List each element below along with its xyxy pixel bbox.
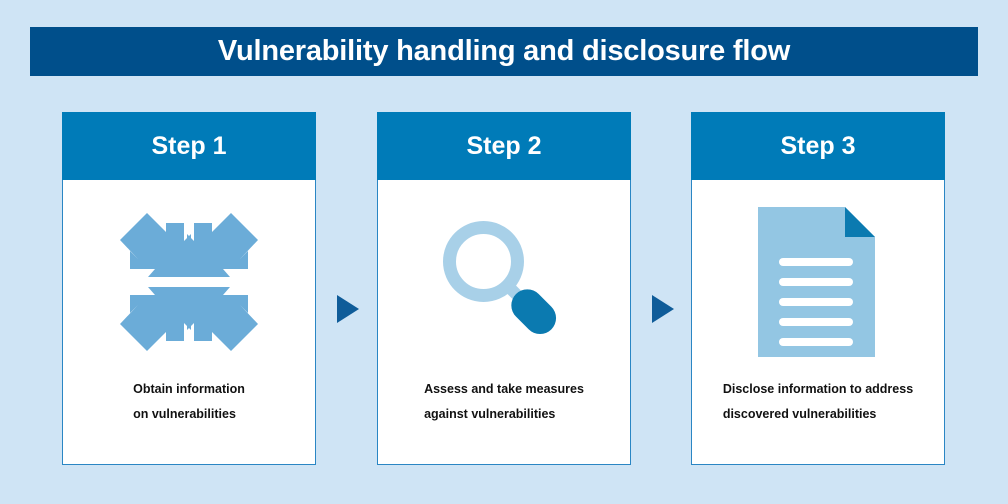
step-3-caption-line-2: discovered vulnerabilities — [722, 406, 877, 421]
step-2-caption: Assess and take measures against vulnera… — [378, 377, 630, 464]
step-card-2: Step 2 — [377, 112, 631, 465]
page-title: Vulnerability handling and disclosure fl… — [217, 35, 791, 67]
document-icon — [753, 202, 883, 362]
step-2-caption-line-2: against vulnerabilities — [424, 406, 556, 421]
step-1-caption-line-1: Obtain information — [133, 382, 245, 397]
step-1-body: Obtain information on vulnerabilities — [63, 180, 315, 464]
step-1-icon-area — [63, 180, 315, 377]
step-2-icon-area — [378, 180, 630, 377]
step-card-1: Step 1 — [62, 112, 316, 465]
step-3-body: Disclose information to address discover… — [692, 180, 944, 464]
step-card-3: Step 3 — [691, 112, 945, 465]
step-2-header-label: Step 2 — [466, 131, 542, 160]
step-3-header: Step 3 — [691, 112, 945, 180]
step-2-header: Step 2 — [377, 112, 631, 180]
diagram-title-banner: Vulnerability handling and disclosure fl… — [30, 27, 978, 76]
step-flow-row: Step 1 — [0, 112, 1008, 467]
step-3-caption-line-1: Disclose information to address — [722, 382, 914, 397]
step-1-header: Step 1 — [62, 112, 316, 180]
step-1-caption: Obtain information on vulnerabilities — [63, 377, 315, 464]
step-2-body: Assess and take measures against vulnera… — [378, 180, 630, 464]
connector-arrow-2 — [652, 295, 674, 323]
magnifying-glass-icon — [429, 207, 579, 357]
step-2-caption-line-1: Assess and take measures — [424, 382, 584, 397]
step-3-header-label: Step 3 — [780, 131, 856, 160]
connector-arrow-1 — [337, 295, 359, 323]
converging-arrows-icon — [114, 207, 264, 357]
step-3-icon-area — [692, 180, 944, 377]
step-1-header-label: Step 1 — [151, 131, 227, 160]
step-1-caption-line-2: on vulnerabilities — [133, 406, 236, 421]
step-3-caption: Disclose information to address discover… — [692, 377, 944, 464]
